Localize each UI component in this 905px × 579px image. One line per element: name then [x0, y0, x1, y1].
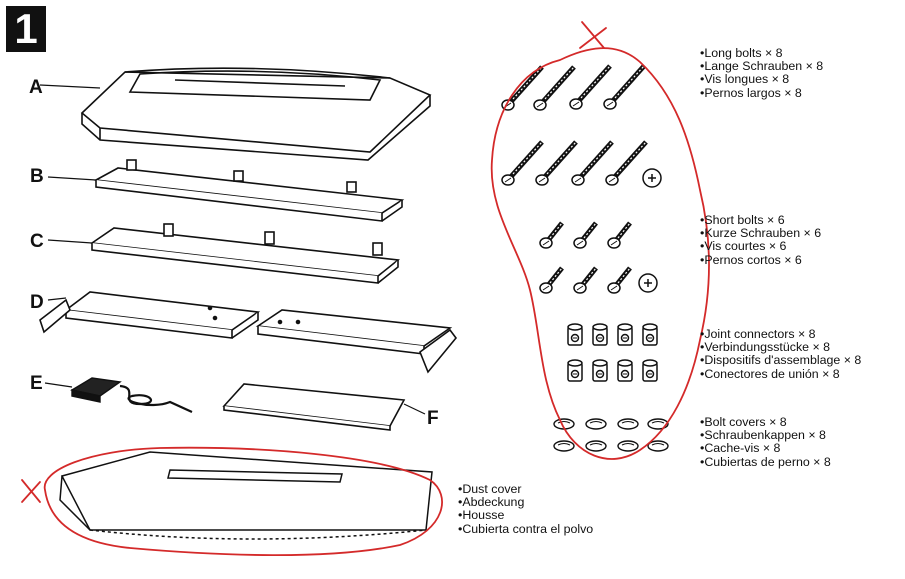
- joint-connectors-en: •Joint connectors × 8: [700, 327, 816, 341]
- short-bolts-list: •Short bolts × 6 •Kurze Schrauben × 6 •V…: [700, 213, 822, 267]
- bolt-covers-en: •Bolt covers × 8: [700, 415, 787, 429]
- part-a-keyboard: [39, 67, 432, 161]
- part-label-b: B: [30, 166, 44, 187]
- joint-connectors-es: •Conectores de unión × 8: [700, 366, 840, 381]
- dust-cover-es: •Cubierta contra el polvo: [458, 521, 594, 536]
- dust-cover-circle-annotation: [43, 446, 443, 557]
- joint-connectors-fr: •Dispositifs d'assemblage × 8: [700, 353, 862, 368]
- long-bolts-en: •Long bolts × 8: [700, 46, 783, 60]
- short-bolts-de: •Kurze Schrauben × 6: [700, 226, 822, 241]
- bolt-covers-de: •Schraubenkappen × 8: [700, 428, 826, 443]
- hardware-circle-annotation: [490, 47, 710, 460]
- dust-cover-en: •Dust cover: [458, 482, 522, 496]
- long-bolts-fr: •Vis longues × 8: [700, 72, 790, 87]
- long-bolts-drawing: [502, 66, 662, 188]
- joint-connectors-list: •Joint connectors × 8 •Verbindungsstücke…: [700, 327, 862, 381]
- bolt-covers-fr: •Cache-vis × 8: [700, 441, 781, 456]
- red-ink-annotations: [43, 47, 710, 557]
- dust-cover-de: •Abdeckung: [458, 495, 525, 510]
- part-f-music-rest: [222, 383, 426, 431]
- part-c-panel: [47, 223, 401, 284]
- part-label-e: E: [30, 373, 43, 394]
- part-e-pedal: [44, 377, 193, 414]
- part-label-f: F: [427, 408, 439, 429]
- short-bolts-es: •Pernos cortos × 6: [700, 252, 802, 267]
- part-label-d: D: [30, 292, 44, 313]
- cross-mark-2-icon: [21, 479, 41, 503]
- dust-cover-drawing: [59, 451, 433, 540]
- dust-cover-list: •Dust cover •Abdeckung •Housse •Cubierta…: [458, 482, 594, 536]
- step-number-badge: 1: [6, 6, 46, 52]
- long-bolts-de: •Lange Schrauben × 8: [700, 59, 824, 74]
- joint-connectors-drawing: [567, 323, 658, 382]
- dust-cover-fr: •Housse: [458, 508, 505, 523]
- bolt-covers-list: •Bolt covers × 8 •Schraubenkappen × 8 •C…: [700, 415, 831, 469]
- long-bolts-list: •Long bolts × 8 •Lange Schrauben × 8 •Vi…: [700, 46, 824, 100]
- long-bolts-es: •Pernos largos × 8: [700, 85, 802, 100]
- part-label-c: C: [30, 231, 44, 252]
- bolt-covers-drawing: [553, 418, 669, 452]
- bolt-covers-es: •Cubiertas de perno × 8: [700, 454, 831, 469]
- part-b-panel: [47, 159, 405, 222]
- joint-connectors-de: •Verbindungsstücke × 8: [700, 340, 831, 355]
- short-bolts-en: •Short bolts × 6: [700, 213, 785, 227]
- short-bolts-fr: •Vis courtes × 6: [700, 239, 787, 254]
- part-label-a: A: [29, 77, 43, 98]
- short-bolts-drawing: [540, 223, 658, 293]
- cross-mark-icon: [579, 21, 607, 49]
- part-d-legs: [39, 291, 458, 374]
